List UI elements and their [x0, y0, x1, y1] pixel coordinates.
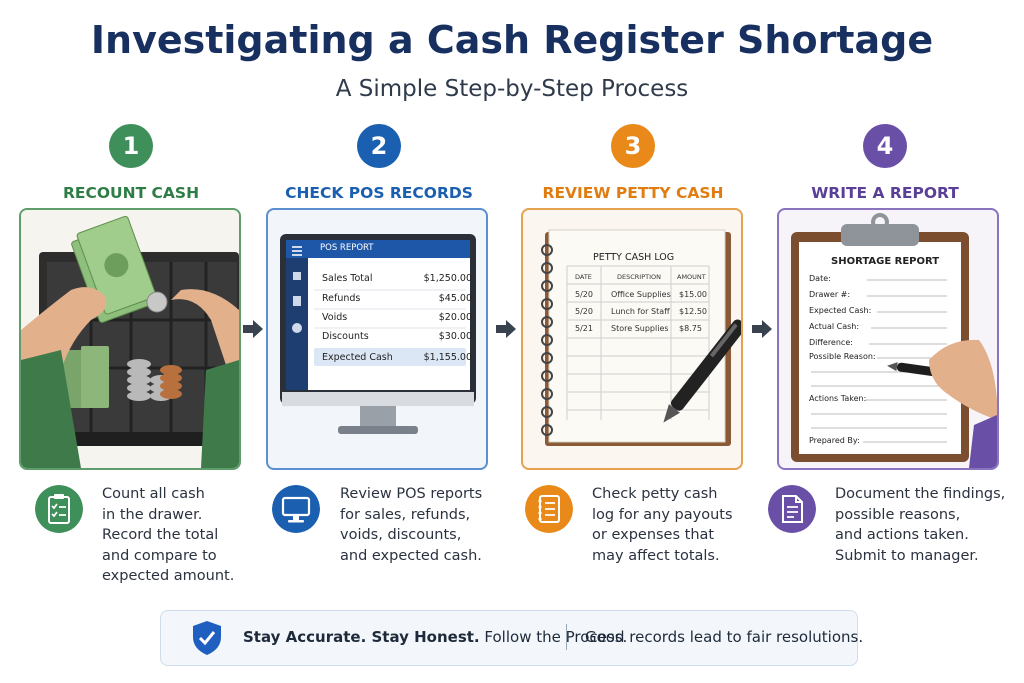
step-4-title: WRITE A REPORT [811, 184, 959, 202]
shortage-report-panel: SHORTAGE REPORT Date: Drawer #: Expected… [777, 208, 999, 470]
form-field-date: Date: [809, 274, 831, 283]
step-4-header: 4 WRITE A REPORT [774, 124, 996, 202]
petty-row-1-date: 5/20 [575, 290, 593, 299]
footer-tagline: Good records lead to fair resolutions. [585, 628, 864, 646]
notebook-icon [525, 485, 573, 533]
form-field-actions-taken: Actions Taken: [809, 394, 867, 403]
cash-drawer-panel [19, 208, 241, 470]
pos-row-discounts: Discounts$30.00 [322, 331, 472, 342]
footer-banner: Stay Accurate. Stay Honest. Follow the P… [160, 610, 863, 666]
pos-row-voids: Voids$20.00 [322, 312, 472, 323]
step-1-header: 1 RECOUNT CASH [20, 124, 242, 202]
document-icon [768, 485, 816, 533]
form-field-drawer: Drawer #: [809, 290, 851, 299]
form-field-expected-cash: Expected Cash: [809, 306, 872, 315]
step-2-title: CHECK POS RECORDS [285, 184, 473, 202]
petty-cash-panel: PETTY CASH LOG DATE DESCRIPTION AMOUNT 5… [521, 208, 743, 470]
petty-header-date: DATE [575, 273, 592, 281]
step-3-header: 3 REVIEW PETTY CASH [522, 124, 744, 202]
step-4-number: 4 [863, 124, 907, 168]
petty-row-3-date: 5/21 [575, 324, 593, 333]
petty-row-2-amount: $12.50 [679, 307, 707, 316]
step-1-number: 1 [109, 124, 153, 168]
petty-row-2-date: 5/20 [575, 307, 593, 316]
step-4-description: Document the findings,possible reasons,a… [835, 486, 1006, 564]
arrow-right-icon [496, 320, 516, 338]
step-3-number: 3 [611, 124, 655, 168]
shield-check-icon [193, 621, 221, 655]
footer-divider [566, 624, 567, 650]
petty-row-1-desc: Office Supplies [611, 290, 671, 299]
pos-row-refunds: Refunds$45.00 [322, 293, 472, 304]
petty-header-amount: AMOUNT [677, 273, 706, 281]
petty-row-1-amount: $15.00 [679, 290, 707, 299]
petty-header-description: DESCRIPTION [617, 273, 661, 281]
arrow-right-icon [752, 320, 772, 338]
cash-drawer-illustration [21, 210, 239, 468]
clipboard-illustration [791, 213, 997, 468]
footer-motto: Stay Accurate. Stay Honest. Follow the P… [243, 628, 628, 646]
pos-row-expected: Expected Cash$1,155.00 [322, 352, 472, 363]
monitor-illustration [280, 234, 476, 434]
pos-row-sales: Sales Total$1,250.00 [322, 273, 472, 284]
page-title: Investigating a Cash Register Shortage [90, 18, 934, 62]
step-3-title: REVIEW PETTY CASH [542, 184, 724, 202]
form-field-difference: Difference: [809, 338, 853, 347]
pos-records-panel: POS REPORT Sales Total$1,250.00 Refunds$… [266, 208, 488, 470]
petty-log-title: PETTY CASH LOG [593, 252, 675, 263]
shortage-report-title: SHORTAGE REPORT [831, 256, 940, 267]
page-subtitle: A Simple Step-by-Step Process [335, 76, 689, 102]
petty-row-3-amount: $8.75 [679, 324, 702, 333]
pos-report-header: POS REPORT [320, 243, 374, 253]
petty-row-3-desc: Store Supplies [611, 324, 669, 333]
monitor-icon [272, 485, 320, 533]
step-2-header: 2 CHECK POS RECORDS [268, 124, 490, 202]
step-1-title: RECOUNT CASH [62, 184, 200, 202]
step-2-number: 2 [357, 124, 401, 168]
form-field-actual-cash: Actual Cash: [809, 322, 860, 331]
petty-row-2-desc: Lunch for Staff [611, 307, 670, 316]
clipboard-check-icon [35, 485, 83, 533]
notebook-illustration [541, 229, 741, 446]
arrow-right-icon [243, 320, 263, 338]
form-field-prepared-by: Prepared By: [809, 436, 860, 445]
form-field-possible-reason: Possible Reason: [809, 352, 876, 361]
